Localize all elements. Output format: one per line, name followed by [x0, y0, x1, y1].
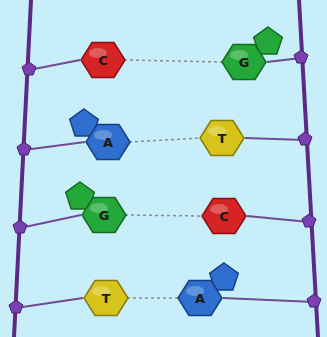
base-letter: A [103, 136, 113, 149]
base-molecule: G [221, 41, 267, 83]
backbone-strand [14, 0, 31, 337]
base-molecule: C [201, 195, 247, 237]
hydrogen-bond [127, 297, 179, 299]
base-molecule: T [199, 117, 245, 159]
base-letter: T [102, 292, 111, 305]
base-letter: C [98, 54, 108, 67]
sugar-links [16, 58, 314, 308]
base-molecule: T [83, 277, 129, 319]
base-letter: G [239, 56, 250, 69]
base-letter: G [99, 209, 110, 222]
base-molecule: G [81, 194, 127, 236]
hydrogen-bond [124, 60, 223, 62]
hydrogen-bond [125, 215, 203, 216]
hydrogen-bond [129, 138, 201, 142]
base-letter: T [218, 132, 227, 145]
base-molecule: A [85, 121, 131, 163]
base-letter: C [219, 210, 229, 223]
base-molecule: C [80, 39, 126, 81]
base-molecule: A [177, 277, 223, 319]
sugar-dots [9, 50, 321, 313]
base-letter: A [195, 292, 205, 305]
